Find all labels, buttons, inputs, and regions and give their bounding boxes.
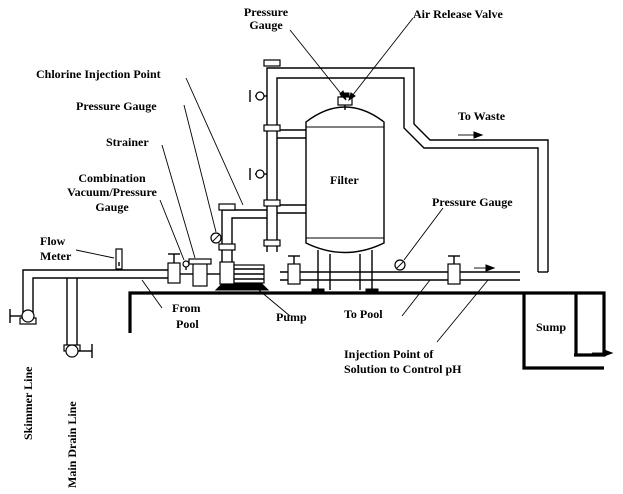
- injection-point-ph-label-line2: Solution to Control pH: [344, 362, 462, 376]
- return-valve-icon: [287, 255, 301, 285]
- chlorine-injection-point-label: Chlorine Injection Point: [36, 67, 161, 81]
- pool-return-valve-icon: [447, 255, 461, 285]
- strainer-pressure-gauge-icon: [210, 232, 222, 244]
- pressure-gauge-top-label-line2: Gauge: [249, 18, 283, 32]
- flow-meter-icon: [115, 248, 123, 270]
- pool-deck-outline: [128, 291, 606, 370]
- sump-label: Sump: [536, 320, 566, 334]
- leader-lines: [75, 17, 489, 343]
- filter-tank: [305, 106, 385, 293]
- skimmer-valve-icon: [9, 309, 35, 323]
- to-waste-arrow: [458, 131, 484, 139]
- filter-label: Filter: [330, 173, 359, 187]
- skimmer-line-label: Skimmer Line: [21, 366, 35, 440]
- riser-valve-1-icon: [249, 90, 267, 102]
- to-waste-label: To Waste: [458, 109, 506, 123]
- pump-discharge-pipe: [218, 203, 267, 262]
- sump-arrow: [592, 349, 614, 357]
- to-pool-arrow: [474, 264, 496, 272]
- flow-meter-label-line2: Meter: [40, 249, 72, 263]
- from-pool-label-line2: Pool: [176, 317, 199, 331]
- pressure-gauge-right-label: Pressure Gauge: [432, 195, 513, 209]
- combination-gauge-label-line3: Gauge: [95, 200, 129, 214]
- suction-valve-icon: [167, 253, 181, 284]
- riser-valve-2-icon: [249, 168, 267, 180]
- strainer-icon: [180, 258, 220, 287]
- combination-gauge-label-line2: Vacuum/Pressure: [67, 185, 157, 199]
- main-drain-line-label: Main Drain Line: [65, 401, 79, 488]
- pressure-gauge-top-label-line1: Pressure: [244, 5, 289, 19]
- main-drain-valve-icon: [65, 344, 93, 358]
- flow-meter-label-line1: Flow: [40, 234, 66, 248]
- suction-piping: [19, 269, 180, 352]
- combination-gauge-icon: [182, 260, 190, 270]
- pump-icon: [214, 261, 270, 291]
- strainer-label: Strainer: [106, 135, 149, 149]
- pressure-gauge-mid-label: Pressure Gauge: [76, 99, 157, 113]
- filter-piping: [249, 59, 549, 281]
- air-release-valve-label: Air Release Valve: [413, 7, 503, 21]
- from-pool-label-line1: From: [172, 301, 200, 315]
- injection-point-ph-label-line1: Injection Point of: [344, 347, 434, 361]
- pump-label: Pump: [276, 310, 307, 324]
- return-pressure-gauge-icon: [394, 259, 406, 271]
- combination-gauge-label-line1: Combination: [78, 171, 146, 185]
- to-pool-label: To Pool: [344, 307, 383, 321]
